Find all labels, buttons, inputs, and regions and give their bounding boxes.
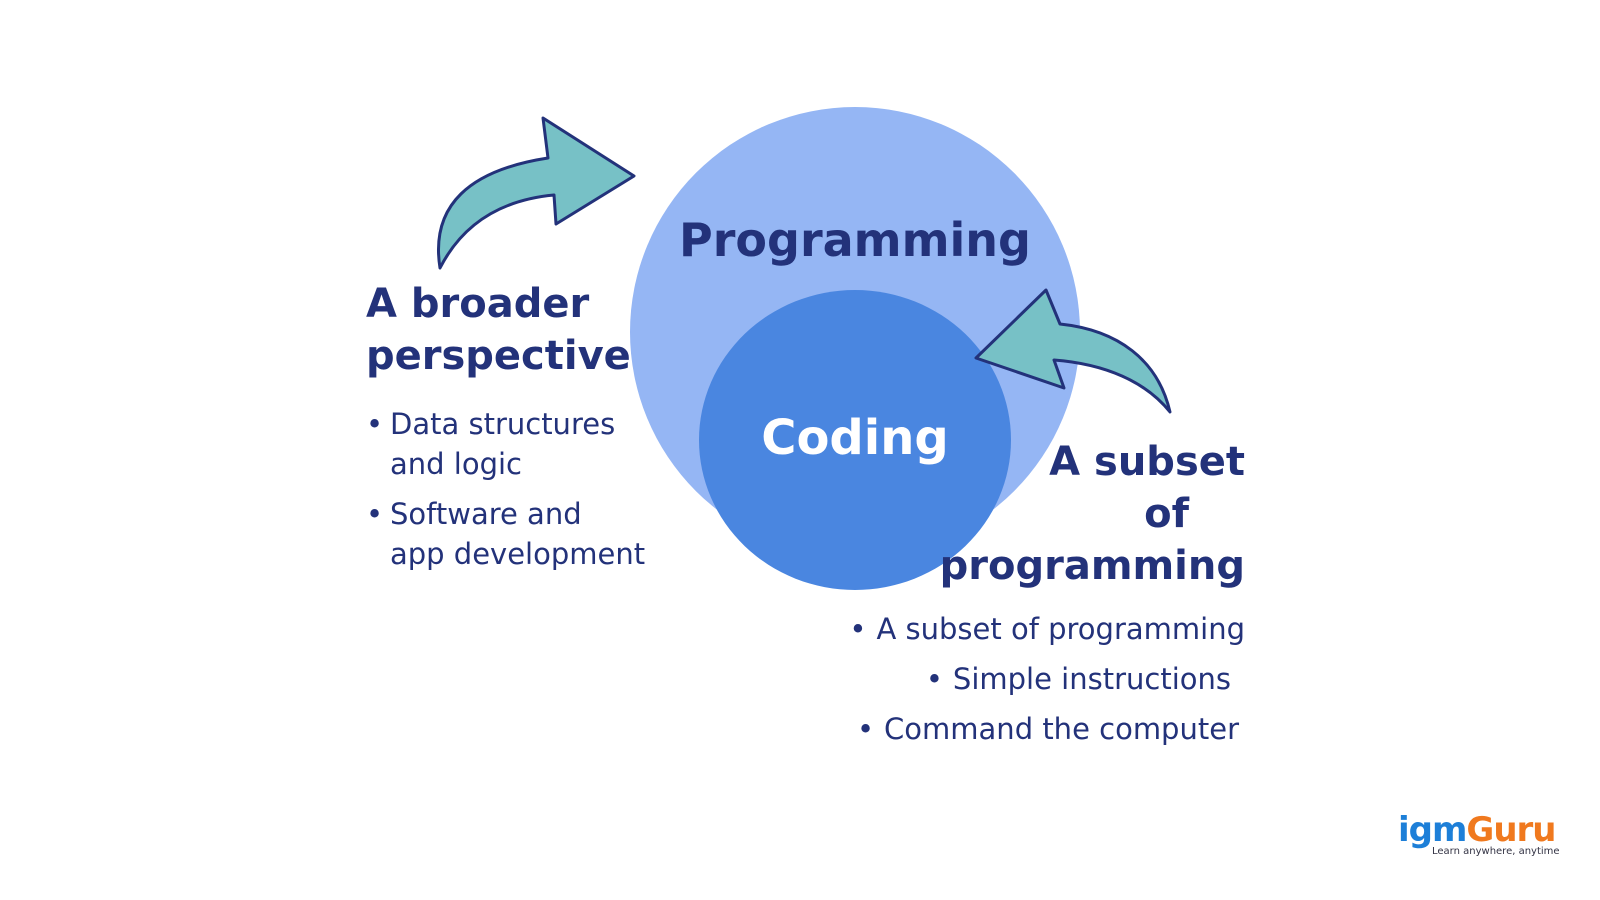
- bullet-line: Software and: [390, 497, 582, 531]
- bullet-line: Data structures: [390, 407, 616, 441]
- logo-part-igm: igm: [1398, 810, 1467, 850]
- left-heading-line1: A broader: [366, 281, 590, 327]
- outer-circle-label: Programming: [679, 213, 1031, 267]
- brand-logo: igmGuru Learn anywhere, anytime: [1398, 812, 1568, 857]
- logo-wordmark: igmGuru: [1398, 812, 1568, 848]
- inner-circle-label: Coding: [761, 410, 949, 466]
- right-heading-line3: programming: [939, 543, 1245, 589]
- bullet-text: Simple instructions: [952, 662, 1231, 696]
- logo-tagline: Learn anywhere, anytime: [1432, 846, 1560, 857]
- right-heading-line1: A subset: [1049, 439, 1245, 485]
- list-item: Data structures and logic: [366, 404, 686, 484]
- bullet-line: and logic: [390, 447, 522, 481]
- curved-arrow-left-icon: [974, 288, 1172, 414]
- logo-part-guru: Guru: [1466, 810, 1556, 850]
- list-item: Simple instructions: [790, 654, 1245, 704]
- inner-circle-coding: [699, 290, 1011, 590]
- list-item: A subset of programming: [790, 604, 1245, 654]
- bullet-text: Command the computer: [884, 712, 1239, 746]
- right-heading-line2: of: [1144, 491, 1189, 537]
- right-bullet-list: A subset of programming Simple instructi…: [790, 604, 1245, 754]
- bullet-line: app development: [390, 537, 646, 571]
- list-item: Software and app development: [366, 494, 686, 574]
- right-heading: A subset of programming: [900, 436, 1245, 592]
- list-item: Command the computer: [790, 704, 1245, 754]
- curved-arrow-right-icon: [437, 116, 636, 270]
- left-heading-line2: perspective: [366, 333, 631, 379]
- left-bullet-list: Data structures and logic Software and a…: [366, 404, 686, 584]
- left-heading: A broader perspective: [366, 278, 666, 382]
- bullet-text: A subset of programming: [876, 612, 1245, 646]
